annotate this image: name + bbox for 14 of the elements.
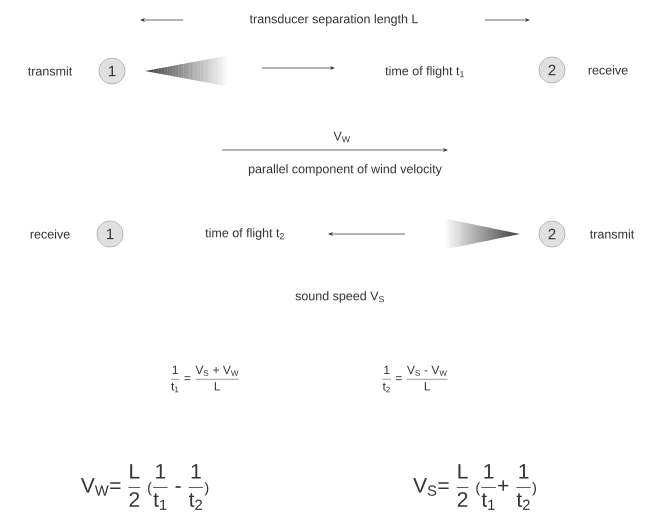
formula: $\text{V}_{\text{W}}\text{= }\frac{\text{L}}{\text{2}}\;\text{\Large(}\frac{\text{1}}{\text{t}_{\text{1}}}\text{ - }\frac{\text{1}}{\text{t}_{\text{2}}}\text{\Large)}$ xyxy=(80,464,208,510)
text-label: parallel component of wind velocity xyxy=(248,164,442,176)
vector-label: V$_{W}$ xyxy=(334,132,350,142)
node-caption: receive xyxy=(588,65,628,75)
dimension-label: transducer separation length L xyxy=(250,14,418,26)
node-caption: transmit xyxy=(28,66,72,76)
node-caption: receive xyxy=(30,229,70,239)
formula: $\frac{\text{1}}{\text{t}_{\text{2}}}\;\text{=}\;\frac{\text{V}_{\text{S}}\text{ - V}_{\text{W}}}{\text{L}}$ xyxy=(382,366,448,392)
formula: $\frac{\text{1}}{\text{t}_{\text{1}}}\;\text{=}\;\frac{\text{V}_{\text{S}}\text{ + V}_{\text{W}}}{\text{L}}$ xyxy=(171,366,239,392)
text-label: sound speed V$_{S}$ xyxy=(295,291,384,303)
node-caption: transmit xyxy=(590,229,634,239)
text-label: time of flight t$_{2}$ xyxy=(205,228,284,240)
formula: $\text{V}_{\text{S}}\text{= }\frac{\text{L}}{\text{2}}\;\text{\Large(}\frac{\text{1}}{\text{t}_{\text{1}}}\text{+ }\frac{\text{1}}{\text{t}_{\text{2}}}\text{\Large)}$ xyxy=(413,464,536,510)
text-label: time of flight t$_{1}$ xyxy=(385,66,464,78)
